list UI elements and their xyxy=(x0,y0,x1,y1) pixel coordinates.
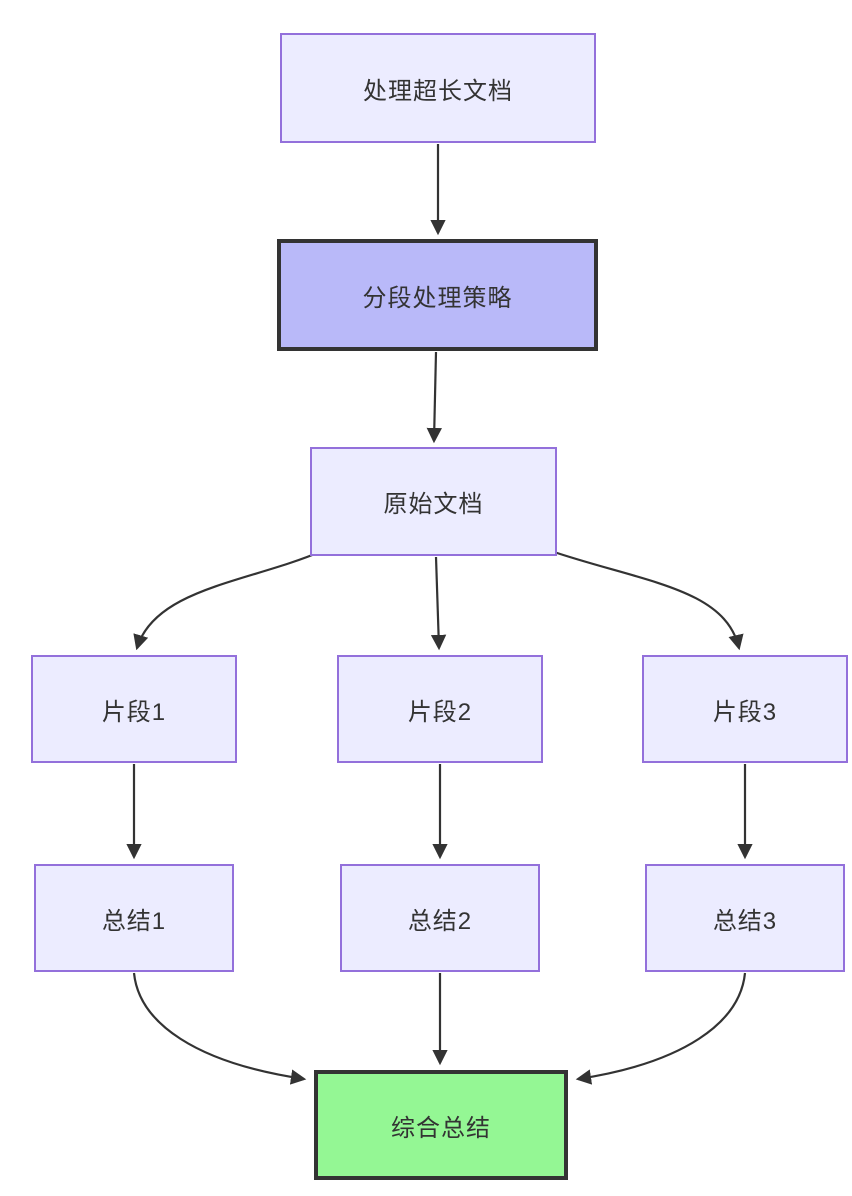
node-fragment-1: 片段1 xyxy=(31,655,237,763)
node-segmentation-strategy: 分段处理策略 xyxy=(277,239,598,351)
node-label: 综合总结 xyxy=(391,1114,491,1142)
node-original-document: 原始文档 xyxy=(310,447,557,556)
node-summary-3: 总结3 xyxy=(645,864,845,972)
node-combined-summary: 综合总结 xyxy=(314,1070,568,1180)
node-label: 总结2 xyxy=(407,907,473,935)
edge-C-D xyxy=(133,549,323,651)
node-label: 分段处理策略 xyxy=(362,284,513,312)
edge-C-E xyxy=(430,556,447,651)
edge-I-J xyxy=(575,972,747,1085)
node-label: 总结1 xyxy=(101,907,167,935)
node-summary-2: 总结2 xyxy=(340,864,540,972)
node-label: 片段2 xyxy=(407,698,473,726)
edge-B-C xyxy=(426,351,442,444)
node-summary-1: 总结1 xyxy=(34,864,234,972)
node-process-long-document: 处理超长文档 xyxy=(280,33,596,143)
node-label: 原始文档 xyxy=(383,491,484,518)
node-fragment-3: 片段3 xyxy=(642,655,848,763)
node-label: 处理超长文档 xyxy=(363,77,513,105)
node-label: 片段1 xyxy=(101,698,167,726)
node-fragment-2: 片段2 xyxy=(337,655,543,763)
edge-C-F xyxy=(550,549,744,651)
node-label: 总结3 xyxy=(712,907,778,935)
node-label: 片段3 xyxy=(712,698,778,726)
edge-G-J xyxy=(132,972,307,1085)
